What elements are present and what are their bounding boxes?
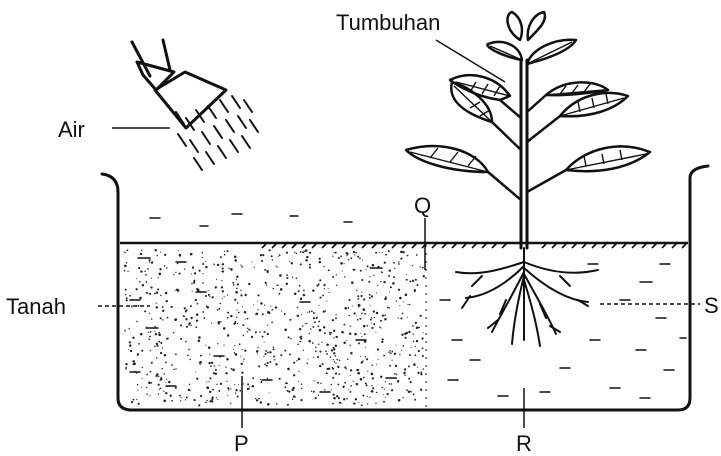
soil-speckles [124, 249, 425, 407]
plant-icon [406, 12, 650, 248]
label-q: Q [414, 193, 431, 218]
label-p: P [234, 431, 249, 456]
roots-icon [456, 248, 598, 346]
label-s: S [704, 293, 719, 318]
label-r: R [516, 431, 532, 456]
label-soil: Tanah [6, 294, 66, 319]
leader-lines [98, 40, 700, 428]
label-plant: Tumbuhan [336, 10, 440, 35]
label-water: Air [58, 117, 85, 142]
water-drops [176, 96, 258, 170]
soil-dashes [130, 214, 686, 398]
